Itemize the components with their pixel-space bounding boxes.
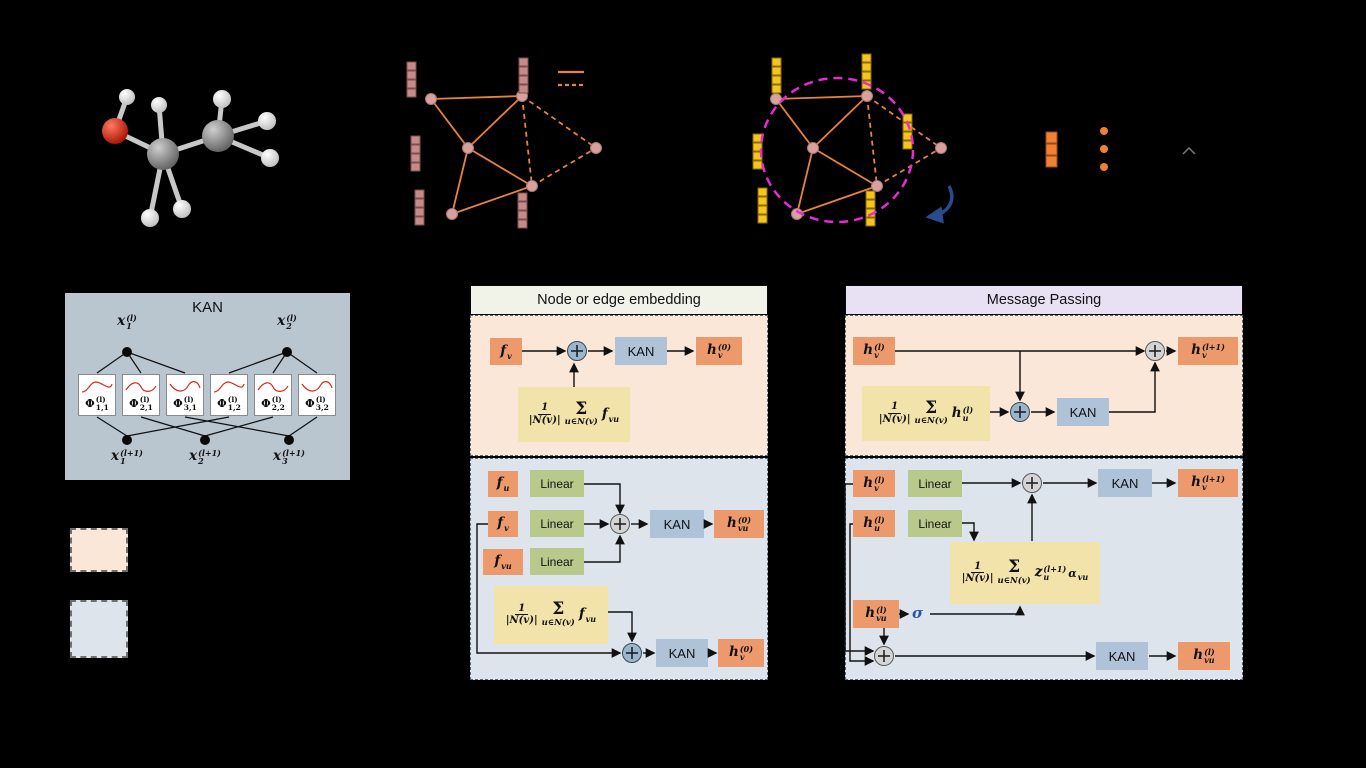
embedding-panel-title-text: Node or edge embedding: [537, 292, 701, 308]
kan-block: KAN: [656, 639, 708, 667]
feature-vector-stack: [517, 192, 528, 229]
hydrogen-atom: [141, 209, 159, 227]
feature-vector-stack: [752, 133, 763, 170]
molecule-3d: [102, 89, 279, 227]
feature-vector-stack: [414, 189, 425, 226]
legend-swatch-embedding: [70, 528, 128, 572]
feature-vector-stack: [865, 190, 876, 227]
phi-box-1-1: Φ(l)1,1: [78, 374, 116, 416]
graph-initial-features: [406, 57, 602, 229]
kan-block: KAN: [1098, 469, 1152, 497]
state-chip-hvl1: h(l+1)v: [1178, 337, 1238, 365]
kan-output-x3: x(l+1)3: [273, 448, 305, 466]
kan-block: KAN: [615, 337, 667, 365]
spline-curve: [125, 382, 157, 392]
hydrogen-atom: [261, 149, 279, 167]
linear-block: Linear: [908, 470, 962, 497]
neighborhood-highlight-circle: [759, 76, 915, 224]
ellipsis-dot: [1100, 145, 1108, 153]
ellipsis-dot: [1100, 163, 1108, 171]
embedding-output-hv0: h(0)v: [696, 337, 742, 365]
carbon-atom: [202, 120, 234, 152]
phi-box-2-2: Φ(l)2,2: [254, 374, 292, 416]
kan-block: KAN: [1096, 642, 1148, 670]
virtual-edges: [866, 95, 942, 187]
linear-block: Linear: [908, 510, 962, 537]
readout-features: [1045, 127, 1196, 171]
kan-block: KAN: [650, 510, 704, 538]
state-chip-hu: h(l)u: [853, 510, 895, 537]
molecule-bonds: [112, 94, 273, 221]
feature-vector-stack: [771, 57, 782, 94]
state-chip-hvul: h(l)vu: [1178, 642, 1230, 670]
linear-block: Linear: [530, 470, 584, 497]
state-chip-hvu: h(l)vu: [853, 600, 899, 628]
message-passing-panel-title: Message Passing: [845, 285, 1243, 315]
phi-box-3-1: Φ(l)3,1: [166, 374, 204, 416]
spline-curve: [301, 381, 333, 392]
kan-block: KAN: [1057, 398, 1109, 426]
hydrogen-atom: [173, 200, 191, 218]
oxygen-atom: [102, 118, 128, 144]
spline-curve: [257, 382, 289, 392]
feature-vector-stack: [1045, 131, 1058, 168]
hydrogen-atom: [213, 90, 231, 108]
sigma-activation: σ: [912, 604, 924, 622]
legend-swatch-message-passing: [70, 600, 128, 658]
kan-output-x2: x(l+1)2: [189, 448, 221, 466]
spline-curve: [213, 381, 245, 393]
graph-nodes: [770, 90, 947, 220]
update-curved-arrow: [925, 185, 954, 224]
embedding-panel-title: Node or edge embedding: [470, 285, 768, 315]
feature-vector-stack: [406, 61, 417, 98]
phi-box-2-1: Φ(l)2,1: [122, 374, 160, 416]
phi-box-1-2: Φ(l)1,2: [210, 374, 248, 416]
feature-vector-stack: [861, 53, 872, 90]
feature-vector-stack: [410, 135, 421, 172]
feature-vector-stack: [518, 57, 529, 94]
carbon-atom: [147, 138, 179, 170]
caret-mark: [1182, 146, 1196, 155]
embedding-output-hv0-b: h(0)v: [718, 639, 764, 667]
feature-vector-stack: [902, 113, 913, 150]
phi-box-3-2: Φ(l)3,2: [298, 374, 336, 416]
hydrogen-atom: [151, 97, 167, 113]
message-passing-panel-title-text: Message Passing: [986, 292, 1102, 308]
covalent-edges: [430, 95, 533, 215]
state-chip-hv: h(l)v: [853, 470, 895, 497]
spline-curve: [169, 381, 201, 392]
embedding-output-hvu0: h(0)vu: [714, 510, 764, 538]
ellipsis-dot: [1100, 127, 1108, 135]
hydrogen-atom: [258, 112, 276, 130]
graph-nodes: [425, 90, 602, 220]
spline-curve: [81, 381, 113, 393]
linear-block: Linear: [530, 510, 584, 537]
feature-vector-stack: [757, 187, 768, 224]
kan-output-x1: x(l+1)1: [111, 448, 143, 466]
covalent-edges: [775, 95, 878, 215]
kan-input-x2: x(l)2: [277, 313, 297, 331]
graph-updated-features: [752, 53, 954, 227]
kan-input-x1: x(l)1: [117, 313, 137, 331]
hydrogen-atom: [119, 89, 135, 105]
state-chip-hvl: h(l)v: [853, 337, 895, 365]
state-chip-hvl1-b: h(l+1)v: [1178, 469, 1238, 497]
virtual-edges: [521, 95, 597, 187]
kan-panel-title: KAN: [192, 299, 223, 316]
linear-block: Linear: [530, 548, 584, 575]
